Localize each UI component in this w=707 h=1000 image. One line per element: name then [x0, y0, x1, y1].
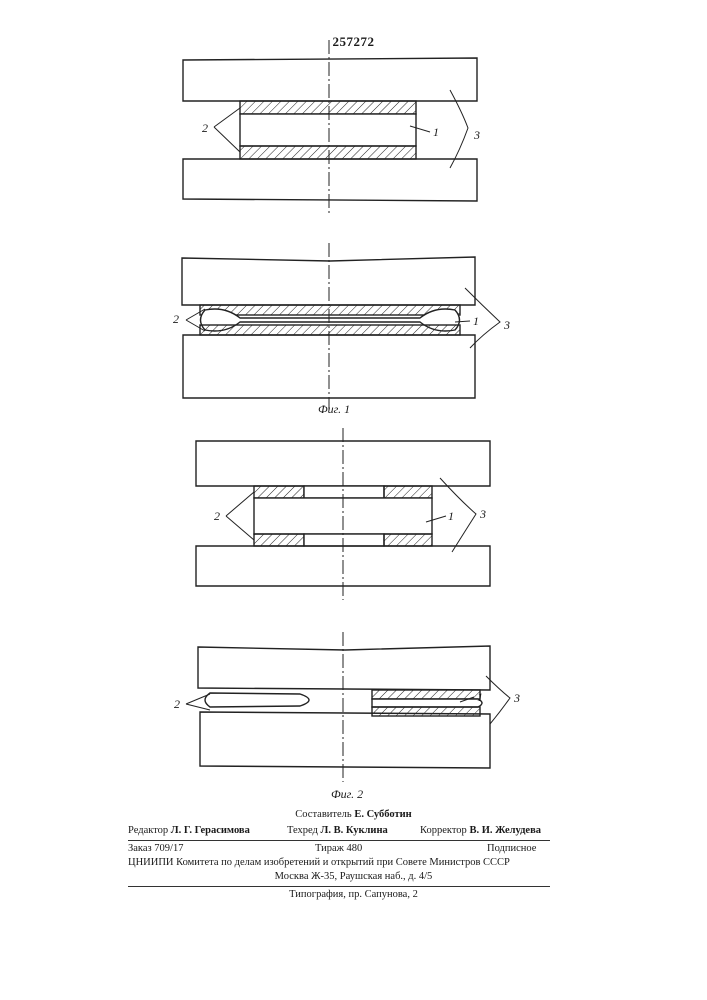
fig1a-lower-plate: [183, 159, 477, 201]
fig2a-leader-3: [440, 478, 476, 552]
fig1-caption: Фиг. 1: [318, 402, 350, 416]
corrector-name: В. И. Желудева: [469, 825, 541, 836]
printer: Типография, пр. Сапунова, 2: [0, 889, 707, 900]
compiler-label: Составитель: [295, 809, 351, 820]
fig1b-label-3: 3: [503, 318, 510, 332]
compiler-name: Е. Субботин: [354, 809, 411, 820]
fig2b-label-2: 2: [174, 697, 180, 711]
techred-name: Л. В. Куклина: [321, 825, 388, 836]
editor-line: Редактор Л. Г. Герасимова: [128, 825, 250, 836]
corrector-label: Корректор: [420, 825, 467, 836]
fig1a-leader-2: [214, 108, 240, 152]
technical-drawing: 2 1 3 2 1 3 Фиг. 1: [0, 0, 707, 800]
techred-label: Техред: [287, 825, 318, 836]
fig2a-lower-pad-left: [254, 534, 304, 546]
fig1a-label-3: 3: [473, 128, 480, 142]
fig1b-label-2: 2: [173, 312, 179, 326]
fig1a-core-layer: [240, 114, 416, 146]
subscription: Подписное: [487, 843, 536, 854]
fig1a-label-2: 2: [202, 121, 208, 135]
circulation: Тираж 480: [315, 843, 362, 854]
colophon-divider-top: [128, 840, 550, 841]
fig2b-upper-plate: [198, 646, 490, 690]
fig1b-label-1: 1: [473, 314, 479, 328]
fig2b-lower-plate: [200, 712, 490, 768]
fig1a-lower-cladding: [240, 146, 416, 159]
fig2-caption: Фиг. 2: [331, 787, 363, 800]
fig2b-label-3: 3: [513, 691, 520, 705]
fig2a-upper-pad-left: [254, 486, 304, 498]
fig2a-label-2: 2: [214, 509, 220, 523]
editor-label: Редактор: [128, 825, 168, 836]
fig2a-label-3: 3: [479, 507, 486, 521]
fig2a-upper-pad-right: [384, 486, 432, 498]
fig2-pressed: [186, 632, 510, 782]
corrector-line: Корректор В. И. Желудева: [420, 825, 541, 836]
fig2a-lower-pad-right: [384, 534, 432, 546]
fig2b-lower-pad-right: [372, 707, 480, 716]
fig1a-upper-plate: [183, 58, 477, 101]
colophon-divider-bottom: [128, 886, 550, 887]
address: Москва Ж-35, Раушская наб., д. 4/5: [0, 871, 707, 882]
fig2b-label-1: 1: [477, 690, 483, 704]
fig2a-leader-2: [226, 492, 254, 540]
fig2a-label-1: 1: [448, 509, 454, 523]
fig2a-upper-gap: [304, 486, 384, 498]
fig2b-left-bond: [205, 693, 309, 707]
techred-line: Техред Л. В. Куклина: [287, 825, 388, 836]
compiler-line: Составитель Е. Субботин: [0, 809, 707, 820]
fig1a-upper-cladding: [240, 101, 416, 114]
fig2a-lower-gap: [304, 534, 384, 546]
order-number: Заказ 709/17: [128, 843, 183, 854]
fig1b-lower-cladding: [200, 325, 460, 335]
fig2-initial: [196, 428, 490, 600]
editor-name: Л. Г. Герасимова: [171, 825, 250, 836]
fig1b-leader-3: [465, 288, 500, 348]
fig1b-upper-cladding: [200, 305, 460, 315]
institution: ЦНИИПИ Комитета по делам изобретений и о…: [128, 857, 510, 868]
fig1a-label-1: 1: [433, 125, 439, 139]
fig1-pressed: [182, 243, 500, 410]
fig2b-upper-pad-right: [372, 690, 480, 699]
